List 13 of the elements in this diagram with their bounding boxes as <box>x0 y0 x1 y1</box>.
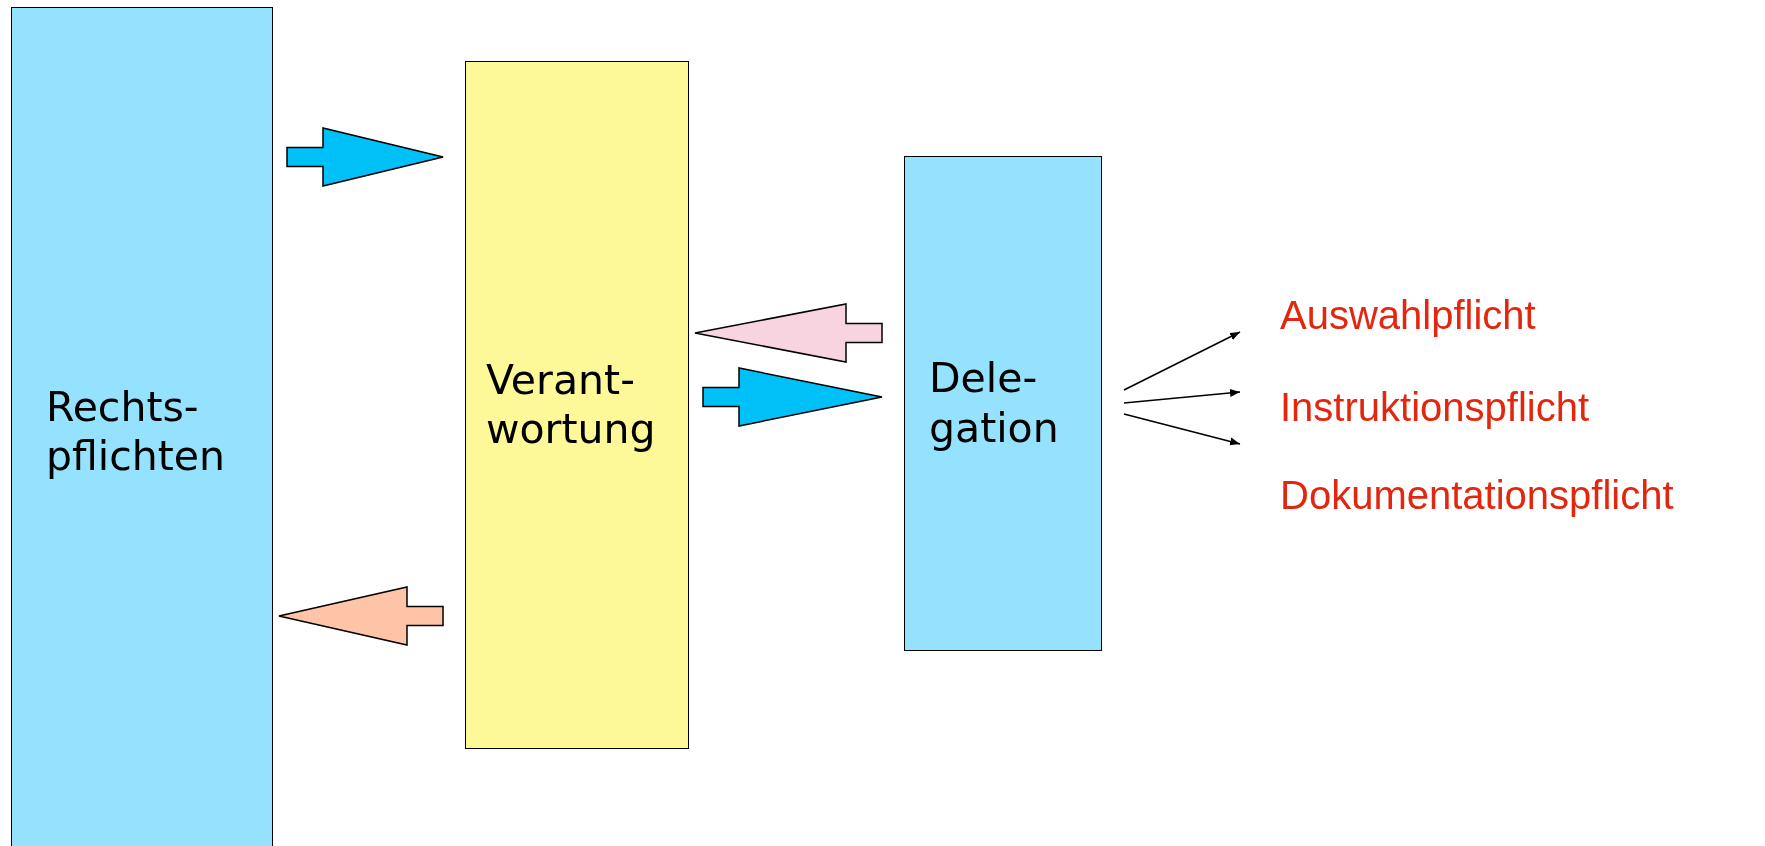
arrow <box>1123 388 1241 404</box>
process-box: Rechts- pflichten <box>11 7 273 846</box>
process-box: Dele- gation <box>904 156 1102 651</box>
list-item-text: Dokumentationspflicht <box>1240 470 1750 520</box>
list-item-text: Instruktionspflicht <box>1240 382 1630 432</box>
block-arrow <box>278 586 444 646</box>
arrow <box>1123 413 1241 446</box>
block-arrow <box>286 127 444 187</box>
arrow <box>1123 331 1241 391</box>
block-arrow <box>694 303 883 363</box>
process-box: Verant- wortung <box>465 61 689 749</box>
list-item-text: Auswahlpflicht <box>1240 290 1570 340</box>
block-arrow <box>702 367 883 427</box>
